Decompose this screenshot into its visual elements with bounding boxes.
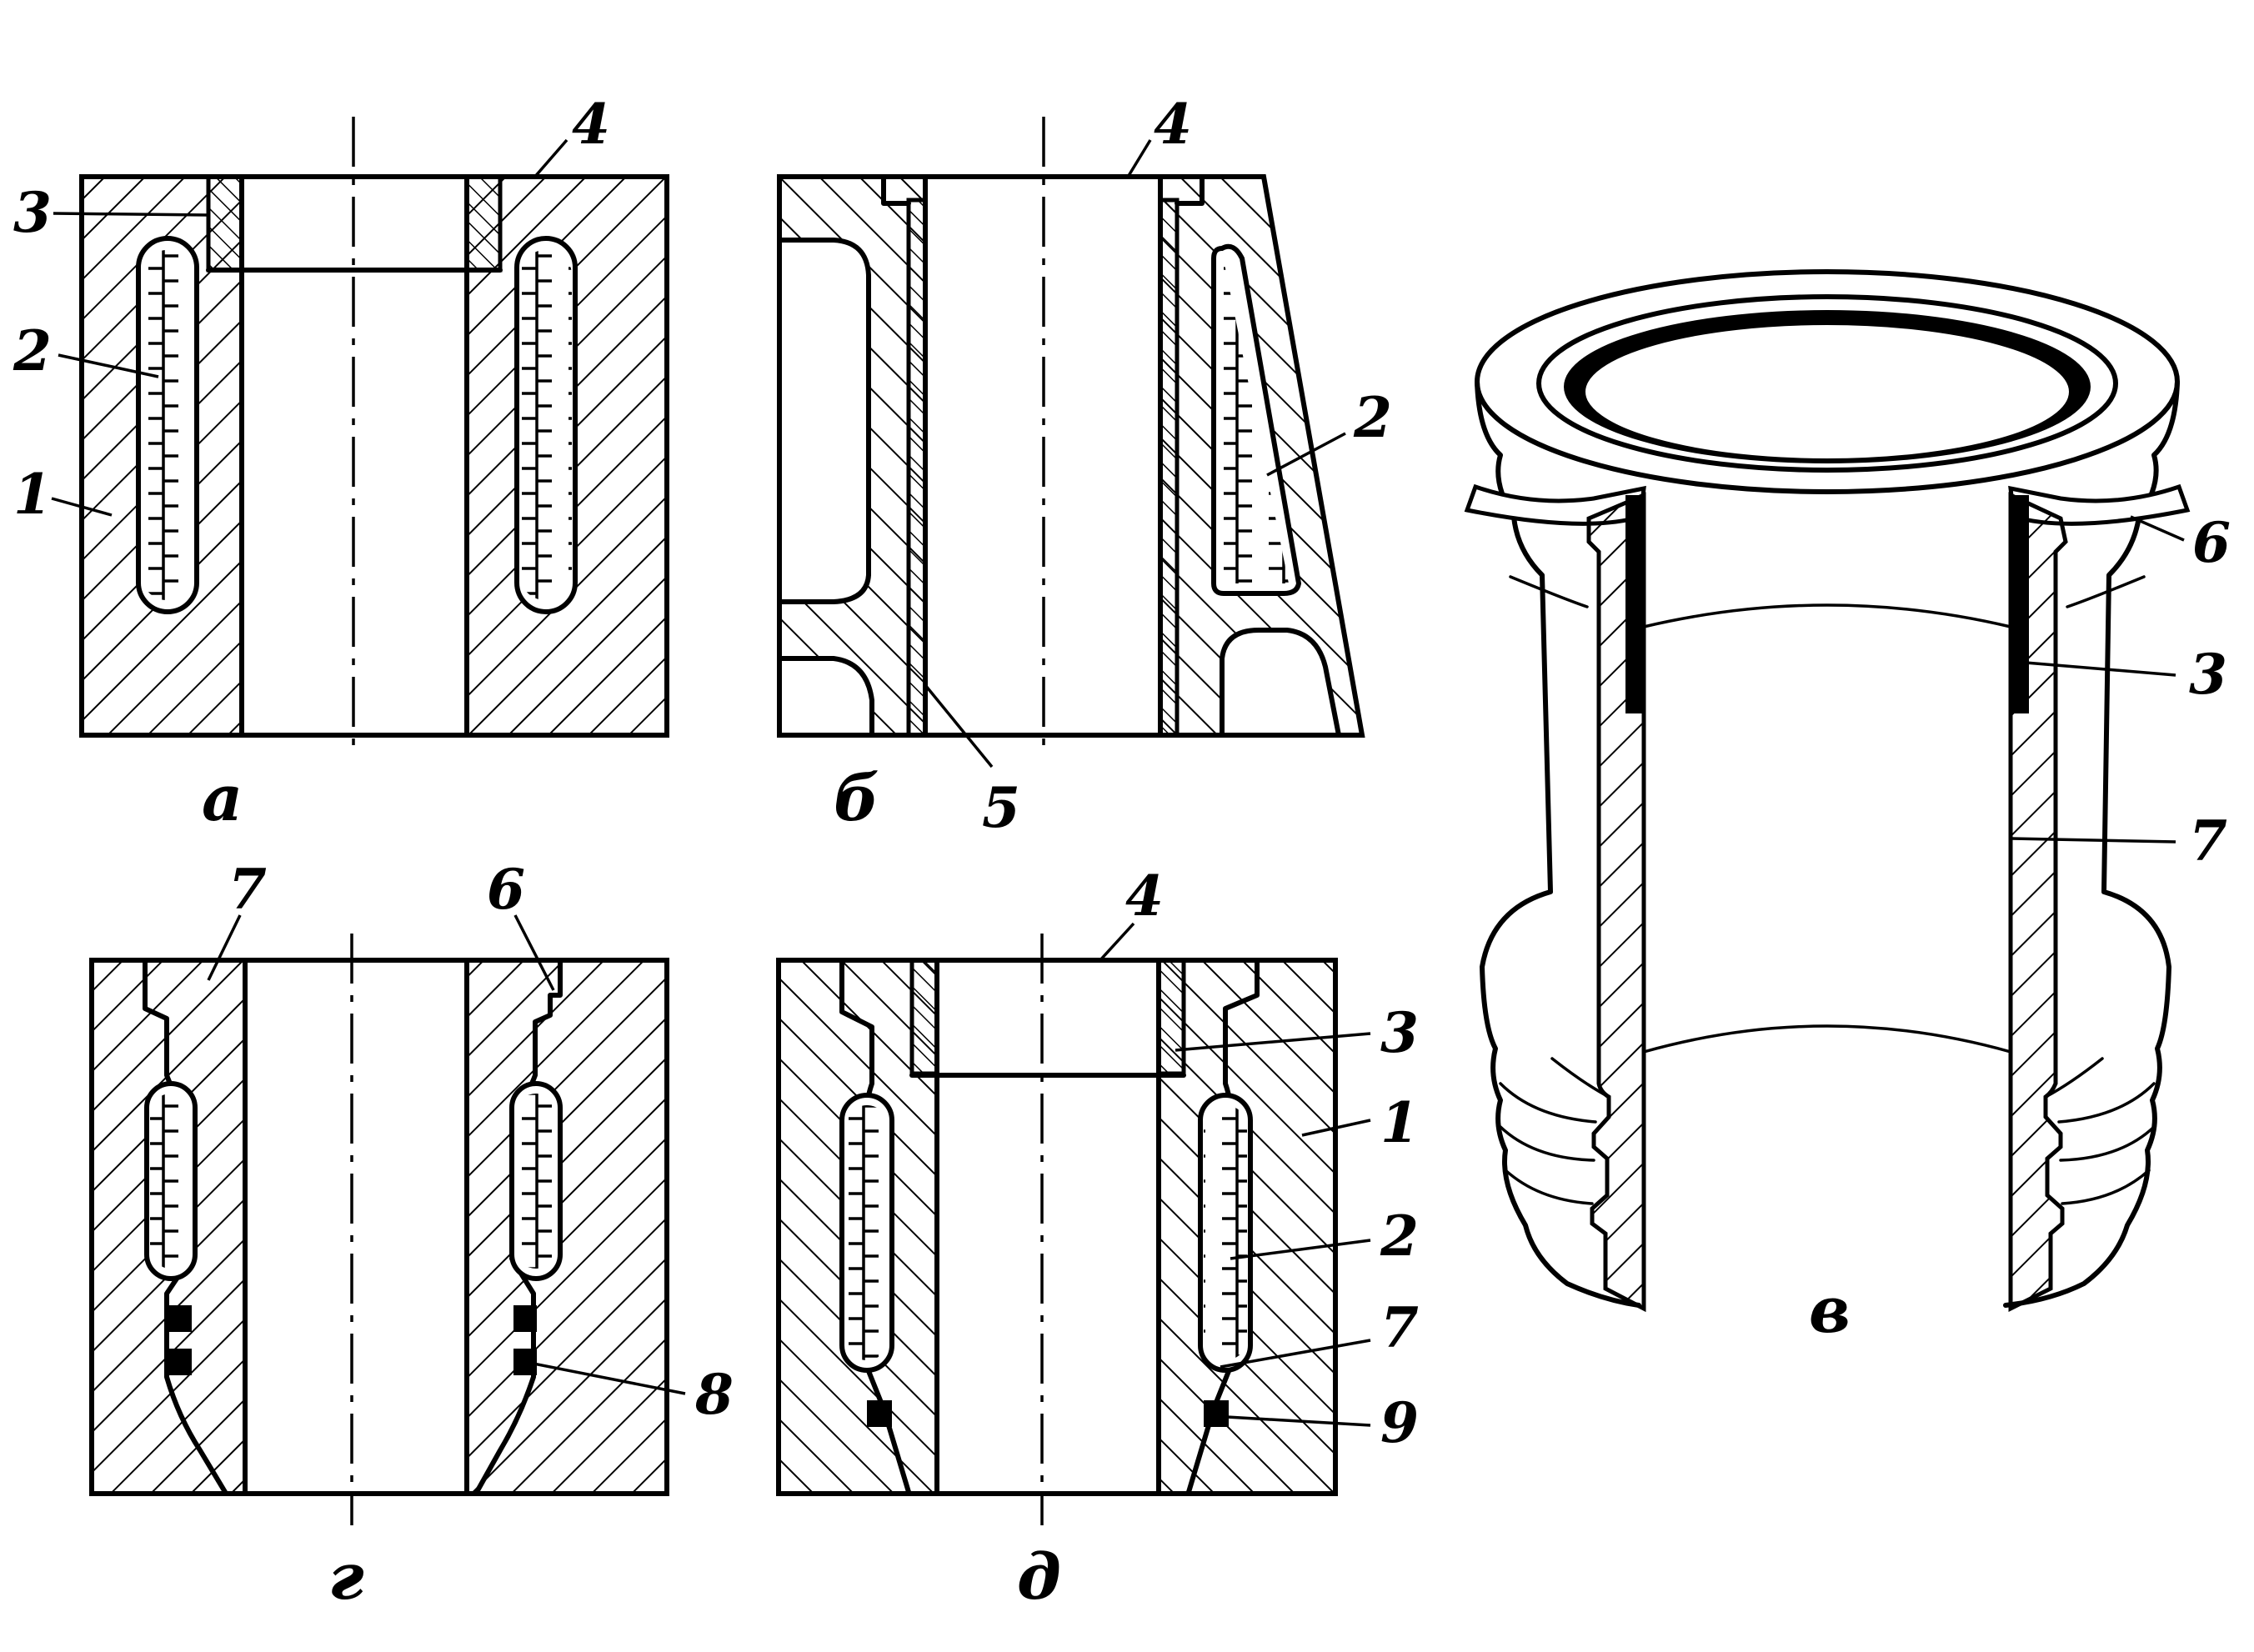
view-b-cross-section <box>777 117 1365 750</box>
callout-2-view-a: 2 <box>13 318 52 383</box>
view-g-cross-section <box>89 934 669 1525</box>
view-g-callouts: 7 6 8 г <box>207 857 734 1614</box>
view-letter-b: б <box>834 761 879 835</box>
callout-7-view-d: 7 <box>1380 1295 1419 1360</box>
callout-3-view-v: 3 <box>2189 642 2227 707</box>
callout-6-view-v: 6 <box>2192 510 2231 575</box>
callout-1-view-a: 1 <box>13 462 52 527</box>
callout-6-view-g: 6 <box>487 857 525 922</box>
callout-4-view-d: 4 <box>1125 864 1164 929</box>
callout-5-view-b: 5 <box>982 775 1020 840</box>
callout-7-view-v: 7 <box>2189 808 2227 874</box>
callout-3-view-d: 3 <box>1380 1000 1419 1065</box>
callout-2-view-d: 2 <box>1380 1204 1419 1269</box>
view-letter-v: в <box>1809 1273 1851 1347</box>
view-d-callouts: 4 3 1 2 7 9 д <box>1017 864 1419 1614</box>
view-a-cross-section <box>79 117 669 750</box>
view-d-cross-section <box>776 934 1338 1525</box>
callout-7-view-g: 7 <box>228 857 267 922</box>
view-letter-g: г <box>328 1539 364 1614</box>
callout-3-view-a: 3 <box>13 180 52 245</box>
view-v-isometric-sleeve <box>1464 269 2191 1313</box>
view-a-callouts: 3 2 1 4 а <box>13 92 610 835</box>
view-letter-d: д <box>1017 1539 1061 1614</box>
callout-4-view-b: 4 <box>1154 92 1192 157</box>
callout-1-view-d: 1 <box>1380 1090 1419 1155</box>
callout-8-view-g: 8 <box>694 1362 734 1427</box>
callout-4-view-a: 4 <box>572 92 610 157</box>
callout-9-view-d: 9 <box>1380 1390 1419 1455</box>
view-letter-a: а <box>202 761 243 835</box>
view-b-callouts: 4 2 5 б <box>834 92 1392 840</box>
view-v-callouts: 6 3 7 в <box>1809 510 2231 1347</box>
callout-2-view-b: 2 <box>1353 385 1392 450</box>
